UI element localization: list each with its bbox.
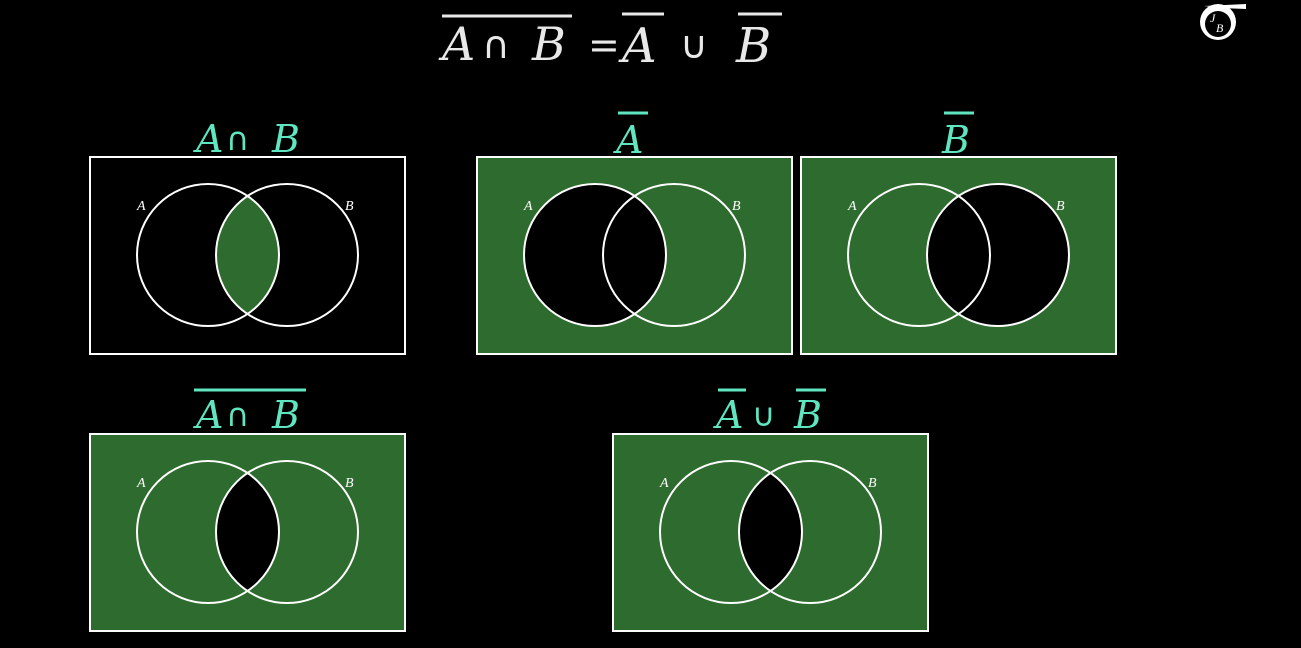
set-a-label: A <box>523 199 533 214</box>
intersection-unshaded <box>739 461 802 603</box>
title-b: B <box>531 17 566 71</box>
title-equation: A ∩ B = A ∪ B <box>438 12 782 74</box>
label-union: ∪ <box>752 396 775 432</box>
set-b-label: B <box>732 199 741 214</box>
title-right-b: B <box>735 18 771 74</box>
set-a-label: A <box>136 476 146 491</box>
set-b-label: B <box>345 199 354 214</box>
label-a-cap-b: A ∩ B <box>193 117 300 161</box>
label-b-complement: B <box>941 111 974 155</box>
label-a: A <box>613 118 643 155</box>
circle-a <box>136 183 280 327</box>
circle-b <box>926 183 1070 327</box>
circle-b <box>738 460 882 604</box>
logo-letter-j: J <box>1210 11 1216 25</box>
intersection-unshaded <box>216 461 279 603</box>
label-a-cap-b-complement: A ∩ B <box>193 388 306 432</box>
venn-panel-a-complement: A B <box>476 156 793 355</box>
circle-b <box>215 183 359 327</box>
label-a: A <box>193 393 223 432</box>
label-a: A <box>713 393 743 432</box>
circle-a <box>847 183 991 327</box>
circle-b <box>215 460 359 604</box>
venn-panel-b-complement: A B <box>800 156 1117 355</box>
label-a: A <box>193 117 223 161</box>
set-a-label: A <box>847 199 857 214</box>
title-equals: = <box>588 23 620 67</box>
label-a-complement: A <box>613 111 648 155</box>
circle-a <box>659 460 803 604</box>
circle-a <box>136 460 280 604</box>
circle-a <box>523 183 667 327</box>
label-b: B <box>271 393 300 432</box>
circle-a-unshaded <box>524 184 666 326</box>
set-a-label: A <box>659 476 669 491</box>
venn-panel-a-complement-union-b-complement: A B <box>612 433 929 632</box>
title-union: ∪ <box>680 23 708 67</box>
label-cap: ∩ <box>226 396 249 432</box>
set-b-label: B <box>868 476 877 491</box>
logo-letter-b: B <box>1216 21 1224 35</box>
intersection-region <box>216 184 279 326</box>
set-a-label: A <box>136 199 146 214</box>
set-b-label: B <box>345 476 354 491</box>
label-cap: ∩ <box>226 120 249 158</box>
title-cap: ∩ <box>482 23 510 67</box>
label-b: B <box>271 117 300 161</box>
label-b: B <box>793 393 822 432</box>
title-a: A <box>438 17 475 71</box>
circle-b <box>602 183 746 327</box>
circle-b-unshaded <box>927 184 1069 326</box>
label-a-complement-union-b-complement: A ∪ B <box>713 388 826 432</box>
label-b: B <box>941 118 970 155</box>
venn-panel-a-cap-b-complement: A B <box>89 433 406 632</box>
sigma-logo-icon: J B <box>1200 4 1246 40</box>
title-right-a: A <box>618 18 657 74</box>
set-b-label: B <box>1056 199 1065 214</box>
venn-panel-a-cap-b: A B <box>89 156 406 355</box>
